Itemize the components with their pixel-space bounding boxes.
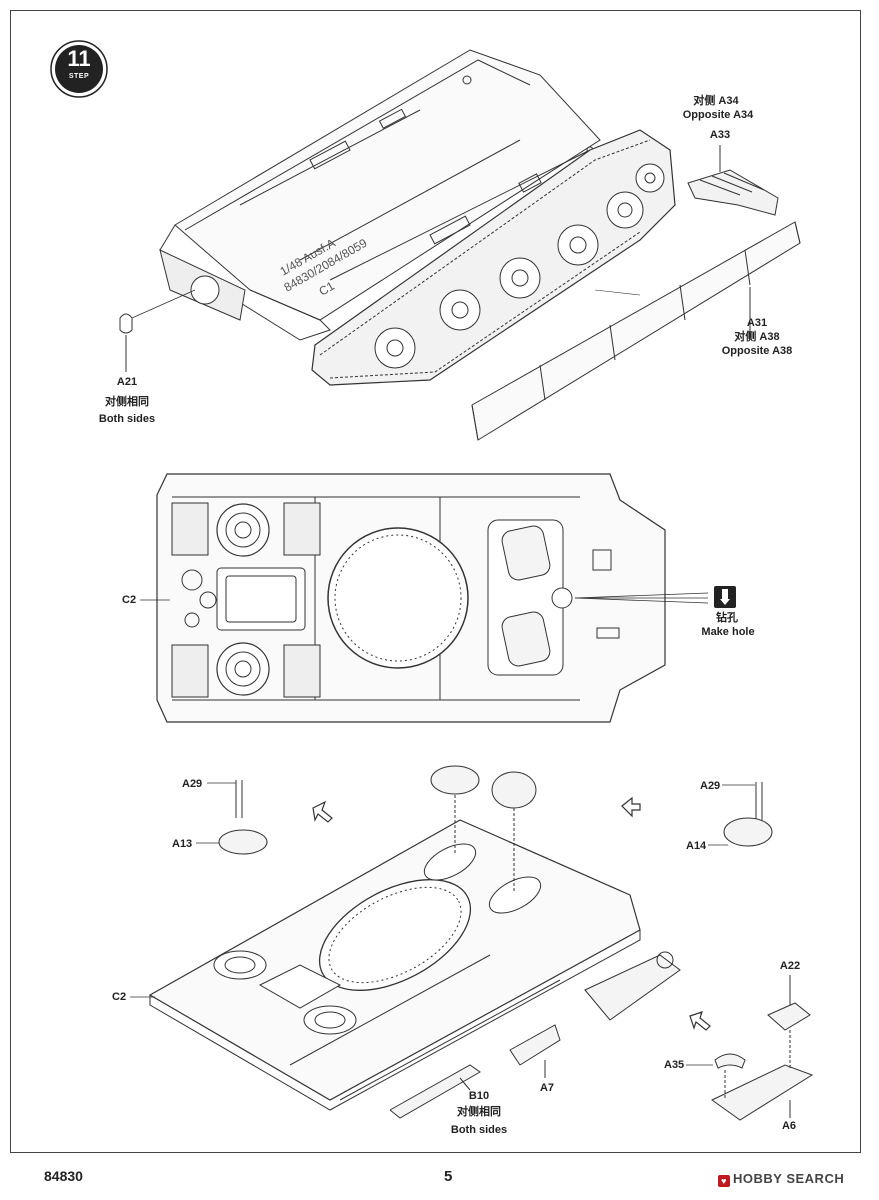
step-number: 11 [67, 46, 91, 71]
label-a7: A7 [539, 1082, 555, 1094]
label-a34-en: Opposite A34 [682, 109, 754, 121]
label-a33: A33 [709, 129, 731, 141]
part-a33 [687, 145, 779, 216]
drill-hole-icon [714, 586, 736, 608]
part-a21 [119, 289, 196, 372]
label-a6: A6 [781, 1120, 797, 1132]
hull-plate-c2-exploded [148, 819, 641, 1111]
label-a35: A35 [664, 1059, 685, 1071]
make-hole-cn: 钻孔 [716, 612, 738, 624]
direction-arrows [312, 796, 711, 1031]
label-c2-bottom: C2 [112, 991, 127, 1003]
step-badge: 11 STEP [50, 40, 108, 98]
label-a13: A13 [172, 838, 193, 850]
label-a38-cn: 对侧 A38 [734, 331, 780, 343]
hull-marking-3: C1 [317, 279, 338, 299]
label-a29-left: A29 [182, 778, 203, 790]
label-a34-cn: 对侧 A34 [693, 95, 739, 107]
make-hole-en: Make hole [701, 626, 755, 638]
watermark: ♥HOBBY SEARCH [718, 1171, 844, 1187]
watermark-text: HOBBY SEARCH [733, 1171, 845, 1186]
page-frame [10, 10, 861, 1153]
label-b10: B10 [468, 1090, 490, 1102]
label-b10-cn: 对侧相同 [457, 1106, 501, 1118]
hobby-search-logo-icon: ♥ [718, 1175, 730, 1187]
label-c2-top: C2 [122, 594, 137, 606]
hull-assembly-illustration: 1/48 Ausf.A 84830/2084/8059 C1 [159, 49, 676, 386]
make-hole-leaders [574, 592, 709, 604]
hatch-parts [430, 765, 537, 893]
label-a21-cn: 对侧相同 [105, 396, 149, 408]
part-a29-a14-right [708, 782, 773, 847]
part-a22-a35-a6 [686, 975, 814, 1121]
label-a21: A21 [116, 376, 138, 388]
hull-plate-c2-topview [156, 473, 666, 723]
part-a29-a13-left [196, 780, 268, 855]
page-number: 5 [444, 1168, 453, 1185]
part-b10 [389, 1064, 481, 1119]
label-a22: A22 [779, 960, 801, 972]
label-a29-right: A29 [700, 780, 721, 792]
part-a7 [509, 951, 681, 1078]
label-a38-en: Opposite A38 [721, 345, 793, 357]
road-wheels [374, 163, 665, 369]
label-a14: A14 [686, 840, 707, 852]
step-circle-icon [50, 40, 108, 98]
label-a21-en: Both sides [98, 413, 156, 425]
label-a31: A31 [746, 317, 768, 329]
step-word: STEP [68, 73, 90, 80]
part-a31-side-skirt [471, 221, 801, 441]
label-b10-en: Both sides [450, 1124, 508, 1136]
kit-number: 84830 [44, 1168, 83, 1184]
